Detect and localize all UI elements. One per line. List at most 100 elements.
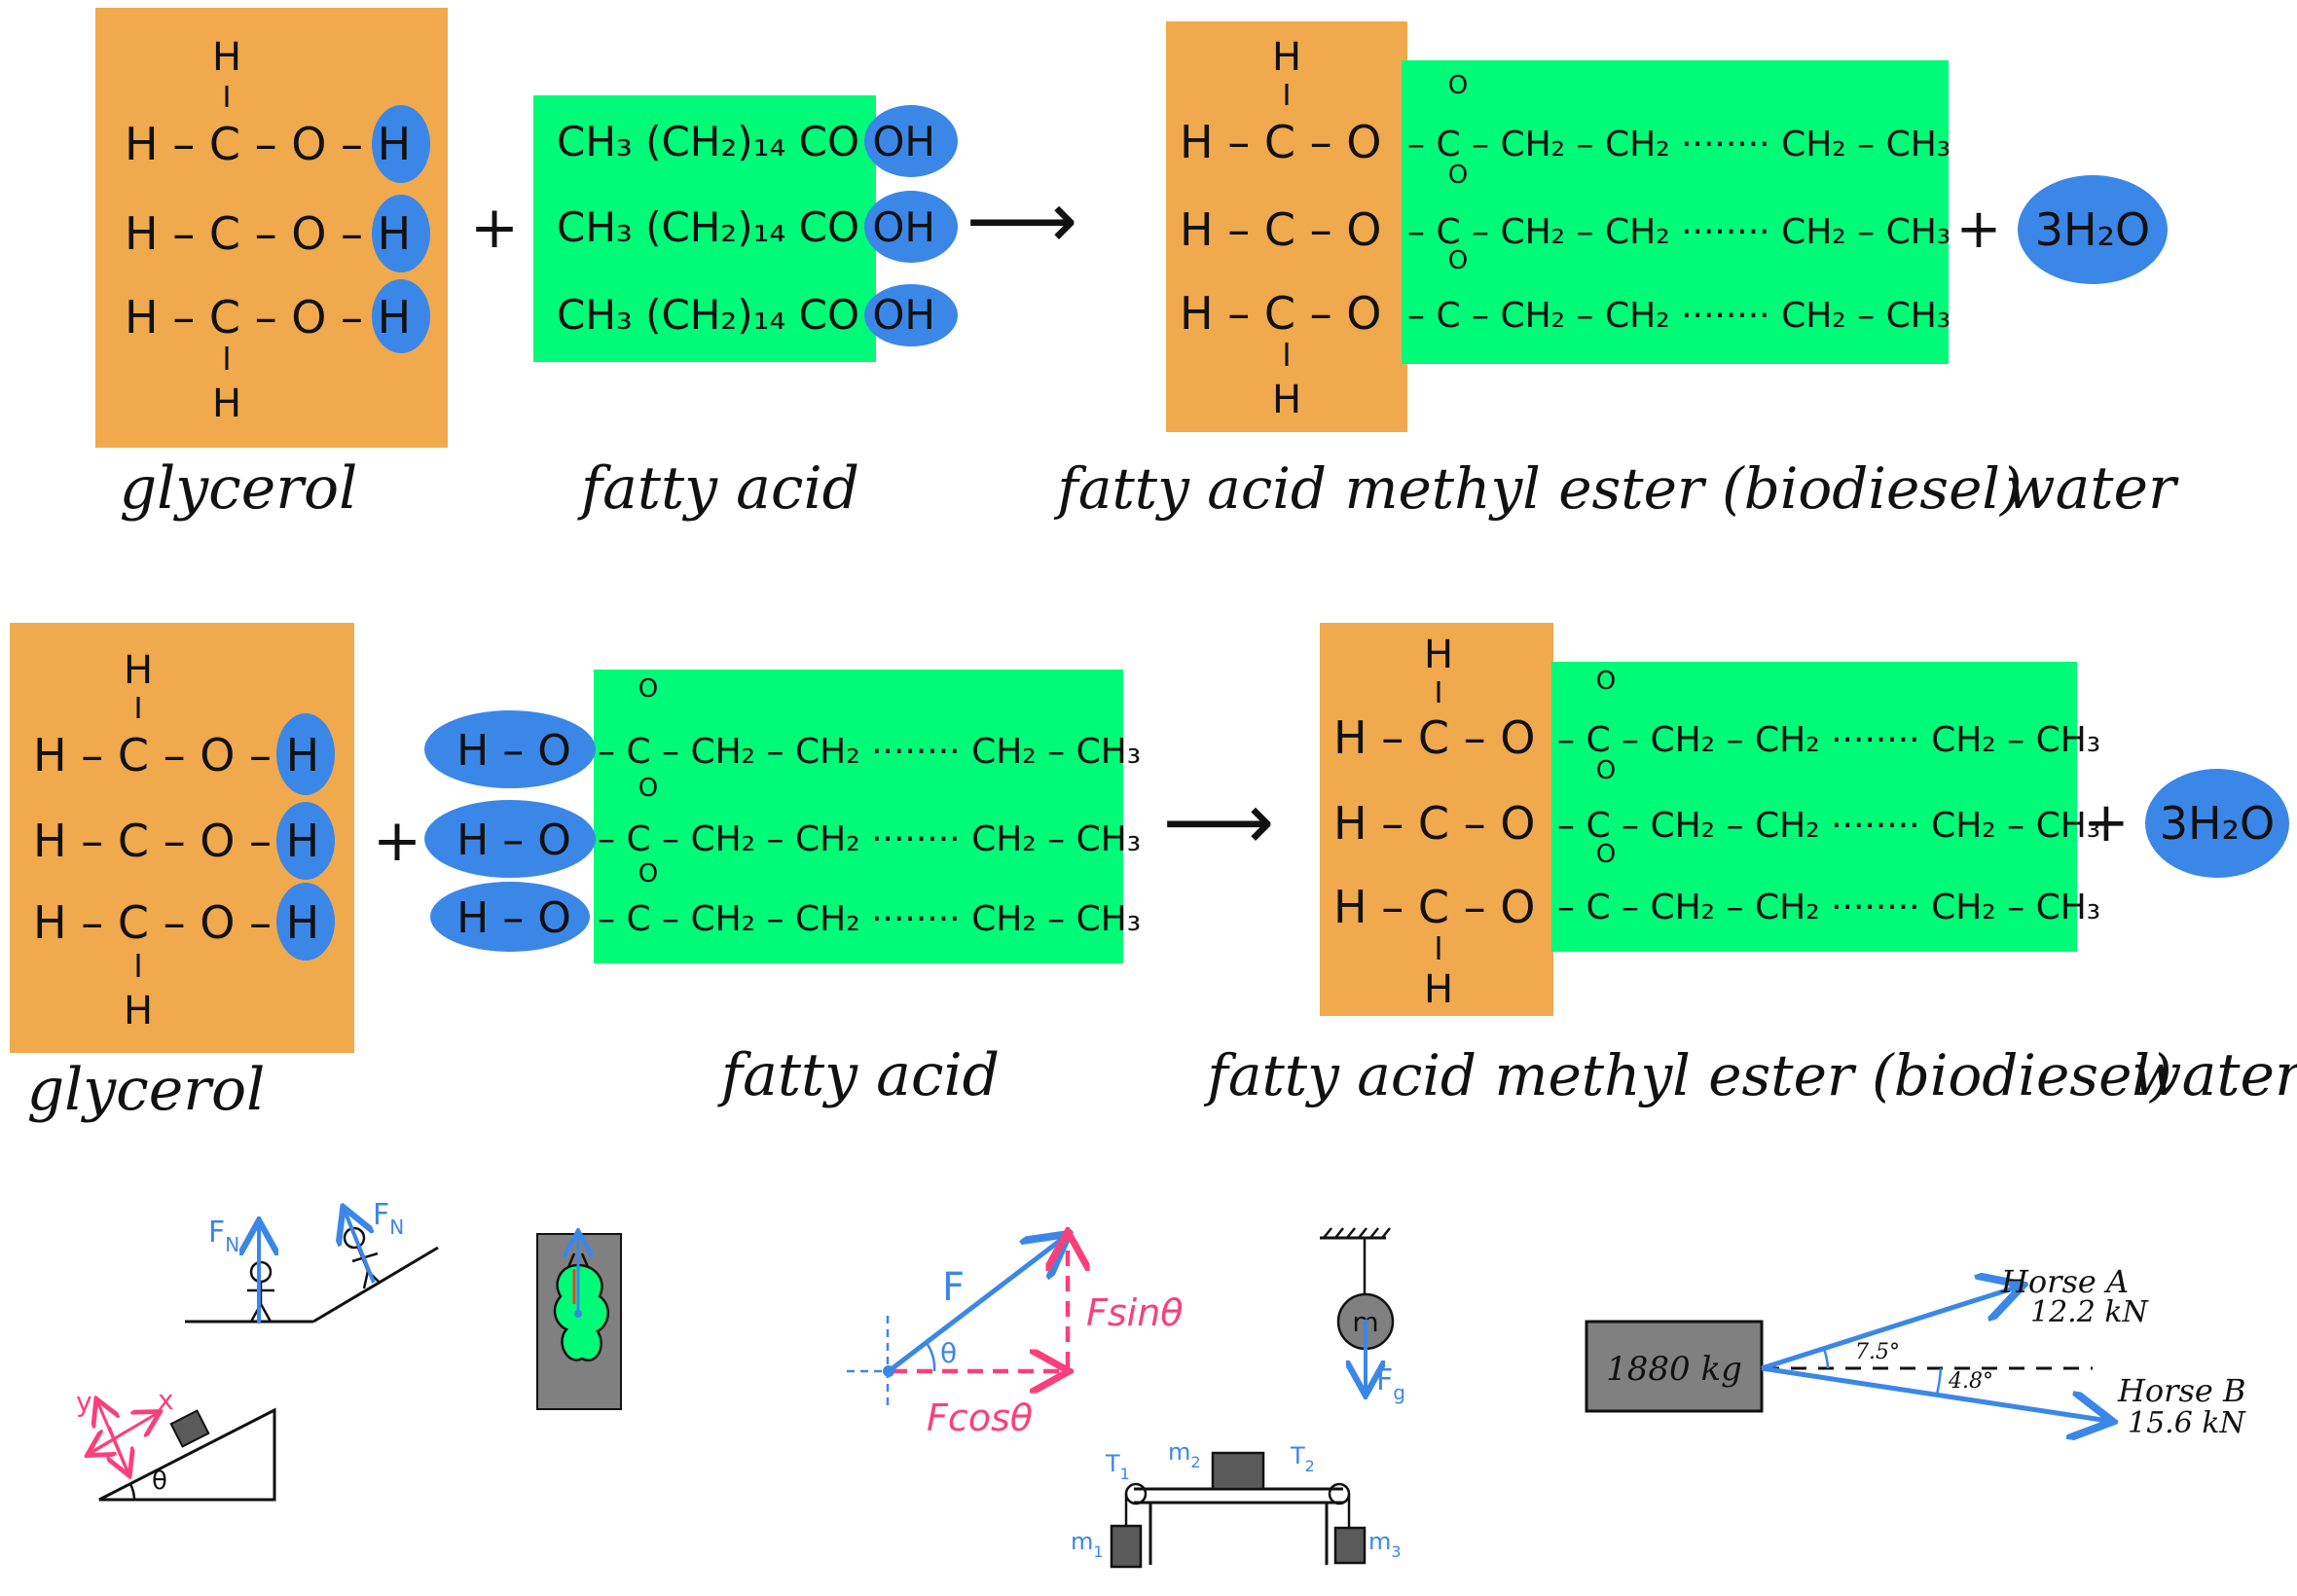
fatty-acid-box — [594, 670, 1123, 963]
label-fatty-acid: fatty acid — [717, 1041, 1000, 1109]
cos-component-label: Fcosθ — [927, 1396, 1033, 1439]
label-glycerol: glycerol — [27, 1056, 266, 1124]
glycerol-h-highlight — [276, 713, 335, 795]
glycerol-structure-line: H — [124, 648, 153, 693]
glycerol-structure-line: H – C – O – H — [125, 291, 411, 344]
label-biodiesel: fatty acid methyl ester (biodiesel) — [1053, 455, 2022, 522]
glycerol-h-highlight — [276, 883, 335, 961]
water-highlight — [2018, 175, 2168, 284]
label-glycerol: glycerol — [120, 454, 358, 523]
horse-b-force: 15.6 kN — [2128, 1406, 2247, 1440]
force-components-sketch: F θ Fsinθ Fcosθ — [847, 1236, 1184, 1439]
horse-forces-sketch: 1880 kg 7.5° 4.8° Horse A 12.2 kN Horse … — [1585, 1263, 2247, 1440]
product-glycerol-line: H – C – O — [1333, 881, 1535, 933]
water-highlight — [2145, 769, 2289, 878]
product-glycerol-line: H – C – O — [1180, 287, 1381, 340]
label-water: water — [2005, 454, 2179, 523]
glycerol-structure-line: H – C – O – H — [33, 815, 319, 867]
water-formula: 3H₂O — [2035, 203, 2151, 256]
hydroxyl-group: H – O — [456, 893, 571, 943]
horse-a-force-arrow — [1761, 1287, 2019, 1371]
hanging-mass-sketch: m Fg — [1320, 1227, 1405, 1404]
x-axis-arrow — [90, 1433, 126, 1454]
acid-chain: – C – CH₂ – CH₂ ········ CH₂ – CH₃ — [598, 819, 1141, 859]
ester-chain: – C – CH₂ – CH₂ ········ CH₂ – CH₃ — [1407, 212, 1951, 252]
carbonyl-oxygen: O — [1596, 756, 1616, 785]
angle-label: θ — [940, 1337, 957, 1369]
center-dot — [574, 1310, 582, 1318]
carbonyl-oxygen: O — [1448, 246, 1468, 275]
angle-arc — [128, 1483, 136, 1501]
horse-a-name: Horse A — [2000, 1263, 2129, 1300]
glycerol-h-highlight — [276, 802, 335, 880]
product-glycerol-line: H — [1272, 378, 1301, 422]
acid-chain: – C – CH₂ – CH₂ ········ CH₂ – CH₃ — [598, 732, 1141, 772]
hydroxyl-highlight — [864, 191, 958, 263]
incline-block — [169, 1409, 210, 1448]
carbonyl-oxygen: O — [1596, 840, 1616, 869]
hydroxyl-highlight — [424, 710, 596, 788]
fatty-acid-formula: CH₃ (CH₂)₁₄ CO OH — [557, 118, 935, 165]
carbonyl-oxygen: O — [638, 859, 658, 889]
angle-arc — [925, 1342, 936, 1372]
fatty-acid-formula: CH₃ (CH₂)₁₄ CO OH — [557, 291, 935, 339]
product-glycerol-line: H — [1424, 967, 1453, 1012]
horse-b-angle-label: 4.8° — [1948, 1369, 1993, 1394]
incline-triangle — [98, 1407, 276, 1502]
incline-line — [312, 1246, 439, 1324]
fatty-acid-box — [533, 95, 876, 362]
reaction-1: H H – C – O – H H – C – O – H H – C – O … — [95, 8, 2179, 523]
block-m3 — [1333, 1526, 1367, 1565]
hydroxyl-group: H – O — [456, 726, 571, 776]
block-m1 — [1110, 1524, 1143, 1569]
carbonyl-oxygen: O — [1448, 161, 1468, 190]
force-vector — [887, 1237, 1065, 1373]
pulley-wheel — [1328, 1482, 1351, 1505]
incline-angle-label: θ — [152, 1467, 167, 1496]
object-panel-sketch — [536, 1234, 622, 1410]
product-glycerol-line: H – C – O — [1180, 116, 1381, 168]
mass-3-label: m3 — [1368, 1528, 1402, 1561]
reaction-arrow: ⟶ — [966, 175, 1078, 266]
normal-force-sketch: FN FN — [185, 1198, 439, 1324]
ester-chain: – C – CH₂ – CH₂ ········ CH₂ – CH₃ — [1557, 888, 2100, 927]
glycerol-structure-line: H – C – O – H — [125, 207, 411, 260]
horse-b-name: Horse B — [2117, 1372, 2246, 1409]
label-biodiesel: fatty acid methyl ester (biodiesel) — [1203, 1042, 2171, 1108]
mass-box — [1585, 1320, 1764, 1413]
product-glycerol-line: H — [1272, 35, 1301, 80]
label-fatty-acid: fatty acid — [577, 454, 859, 523]
ester-chain: – C – CH₂ – CH₂ ········ CH₂ – CH₃ — [1557, 720, 2100, 760]
pulley-sketch: T1 T2 m2 m1 m3 — [1071, 1438, 1402, 1569]
label-water: water — [2132, 1041, 2297, 1109]
glycerol-structure-line: H – C – O – H — [33, 729, 319, 781]
mass-box-label: 1880 kg — [1606, 1350, 1742, 1389]
product-glycerol-box — [1320, 623, 1553, 1016]
pulley-wheel — [1124, 1482, 1148, 1505]
plus-sign: + — [373, 807, 421, 875]
carbonyl-oxygen: O — [638, 674, 658, 704]
ester-chain: – C – CH₂ – CH₂ ········ CH₂ – CH₃ — [1407, 296, 1951, 336]
hydroxyl-highlight — [430, 882, 590, 952]
normal-force-label: FN — [373, 1198, 404, 1239]
glycerol-structure-line: H – C – O – H — [125, 118, 411, 170]
angle-arc — [1822, 1348, 1830, 1369]
reaction-2: H H – C – O – H H – C – O – H H – C – O … — [10, 623, 2297, 1124]
ester-chain: – C – CH₂ – CH₂ ········ CH₂ – CH₃ — [1557, 806, 2100, 846]
product-ester-box — [1551, 662, 2077, 952]
y-axis-arrow — [109, 1426, 128, 1473]
glycerol-h-highlight — [372, 279, 430, 353]
carbonyl-oxygen: O — [1596, 667, 1616, 696]
ceiling-hatch — [1323, 1227, 1391, 1239]
glycerol-structure-line: H — [212, 35, 241, 80]
carbonyl-oxygen: O — [1448, 71, 1468, 100]
plus-sign: + — [2084, 791, 2130, 854]
gravity-label: Fg — [1376, 1363, 1405, 1404]
carbonyl-oxygen: O — [638, 774, 658, 803]
hydroxyl-group: H – O — [456, 816, 571, 865]
block-m2 — [1211, 1451, 1265, 1491]
x-axis-label: x — [158, 1384, 174, 1416]
tension-1-label: T1 — [1105, 1450, 1130, 1483]
product-glycerol-line: H – C – O — [1180, 203, 1381, 256]
force-label: F — [942, 1265, 965, 1310]
